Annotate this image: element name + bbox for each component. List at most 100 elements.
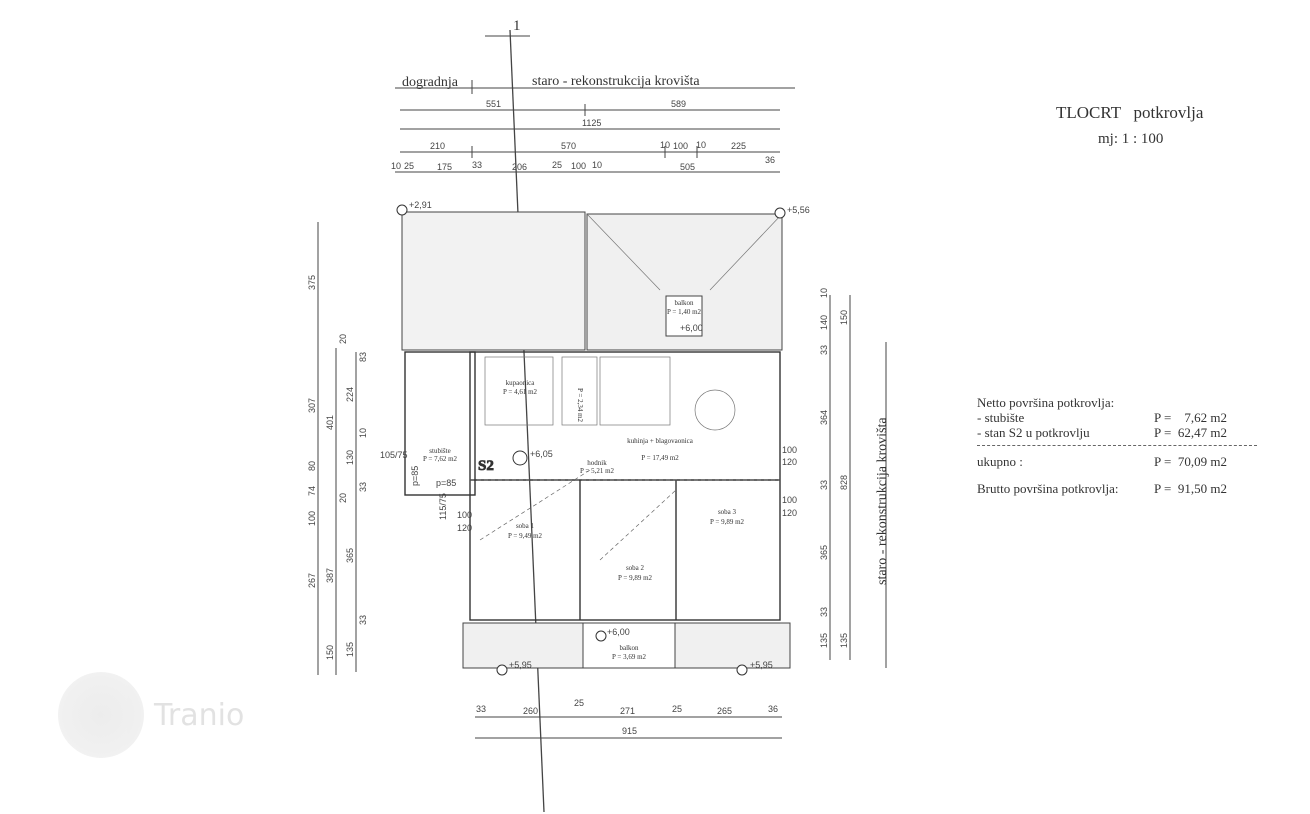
dimension-label: 20 xyxy=(338,493,348,503)
area-row: - stubište P = 7,62 m2 xyxy=(977,410,1267,425)
dimension-label: P = 9,89 m2 xyxy=(618,574,653,582)
section-line: 1 xyxy=(485,18,545,813)
dimension-label: 25 xyxy=(574,698,584,708)
dimension-label: 100 xyxy=(571,161,586,171)
dimension-label: soba 3 xyxy=(718,508,737,516)
dimension-label: balkon xyxy=(674,299,694,307)
dimension-label: 10 xyxy=(391,161,401,171)
dimension-label: 206 xyxy=(512,162,527,172)
dimension-label: 135 xyxy=(819,633,829,648)
dimension-label: 828 xyxy=(839,475,849,490)
dimension-label: soba 2 xyxy=(626,564,645,572)
dimension-label: 364 xyxy=(819,410,829,425)
dimension-label: soba 1 xyxy=(516,522,535,530)
dimension-label: kuhinja + blagovaonica xyxy=(627,437,694,445)
dimension-label: P = 2,34 m2 xyxy=(576,388,584,423)
dimension-label: P = 62,47 m2 xyxy=(1154,425,1227,440)
dimension-label: 120 xyxy=(457,523,472,533)
dimension-label: 100 xyxy=(782,495,797,505)
dimension-label: 210 xyxy=(430,141,445,151)
dimension-label: P = 5,21 m2 xyxy=(580,467,615,475)
dimension-label: 33 xyxy=(819,607,829,617)
dimension-label: 25 xyxy=(404,161,414,171)
dimension-label: - stan S2 u potkrovlju xyxy=(977,425,1090,440)
dimension-label: 10 xyxy=(819,288,829,298)
dimension-label: 25 xyxy=(672,704,682,714)
bottom-balcony: +6,00 balkon P = 3,69 m2 +5,95 +5,95 xyxy=(462,622,791,676)
dimension-label: +5,95 xyxy=(750,660,773,670)
dimension-label: +6,05 xyxy=(530,449,553,459)
area-heading: Netto površina potkrovlja: xyxy=(977,395,1115,410)
dimension-label: 551 xyxy=(486,99,501,109)
dimension-label: ukupno : xyxy=(977,454,1023,469)
dimension-label: - stubište xyxy=(977,410,1025,425)
dimension-label: 36 xyxy=(765,155,775,165)
dimension-label: +6,00 xyxy=(607,627,630,637)
dimension-label: p=85 xyxy=(410,466,420,486)
level-mark: +2,91 xyxy=(409,200,432,210)
dimension-label: 150 xyxy=(839,310,849,325)
dimension-label: 150 xyxy=(325,645,335,660)
dimension-label: 25 xyxy=(552,160,562,170)
dimension-label: 115/75 xyxy=(438,493,448,520)
dimension-label: 100 xyxy=(782,445,797,455)
dimension-label: 33 xyxy=(472,160,482,170)
dimension-label: +6,00 xyxy=(680,323,703,333)
area-row: - stan S2 u potkrovlju P = 62,47 m2 xyxy=(977,425,1267,440)
side-label: staro - rekonstrukcija krovišta xyxy=(875,417,890,585)
dimension-label: stubište xyxy=(429,447,450,455)
section-marker-label: 1 xyxy=(513,18,521,34)
addition-label: dogradnja xyxy=(402,75,459,90)
dimension-label: P = 3,69 m2 xyxy=(612,653,647,661)
right-dimensions: 10 140 33 364 33 365 33 135 150 828 135 … xyxy=(819,288,890,668)
dimension-label: 120 xyxy=(782,508,797,518)
dimension-label: hodnik xyxy=(587,459,607,467)
top-dimensions: dogradnja staro - rekonstrukcija krovišt… xyxy=(391,74,795,173)
bottom-dimensions: 33 260 25 271 25 265 36 915 xyxy=(475,698,782,739)
watermark-logo: Tranio xyxy=(58,672,244,758)
dimension-label: 83 xyxy=(358,352,368,362)
dimension-label: 915 xyxy=(622,726,637,736)
dimension-label: 100 xyxy=(457,510,472,520)
dimension-label: Tranio xyxy=(154,697,245,733)
dimension-label: P = 9,89 m2 xyxy=(710,518,745,526)
area-total: ukupno :P = 70,09 m2 xyxy=(977,454,1267,469)
dimension-label: 80 xyxy=(307,461,317,471)
drawing-scale: mj: 1 : 100 xyxy=(1098,131,1164,147)
dimension-label: P = 9,49 m2 xyxy=(508,532,543,540)
dimension-label: 140 xyxy=(819,315,829,330)
dimension-label: 260 xyxy=(523,706,538,716)
dimension-label: 105/75 xyxy=(380,450,408,460)
dimension-label: 10 xyxy=(696,140,706,150)
dimension-label: 265 xyxy=(717,706,732,716)
dimension-label: 387 xyxy=(325,568,335,583)
dimension-label: 307 xyxy=(307,398,317,413)
dimension-label: 20 xyxy=(338,334,348,344)
dimension-label: kupaonica xyxy=(506,379,536,387)
dimension-label: P = 4,61 m2 xyxy=(503,388,538,396)
area-table: Netto površina potkrovlja: - stubište P =… xyxy=(977,395,1267,496)
dimension-label: 570 xyxy=(561,141,576,151)
dimension-label: +5,95 xyxy=(509,660,532,670)
dimension-label: 267 xyxy=(307,573,317,588)
dimension-label: balkon xyxy=(619,644,639,652)
floor-walls: stubište P = 7,62 m2 kupaonica P = 4,61 … xyxy=(380,351,797,621)
dimension-label: 1125 xyxy=(582,118,601,128)
dimension-label: 33 xyxy=(358,615,368,625)
logo-swirl-icon xyxy=(58,672,144,758)
dimension-label: P = 7,62 m2 xyxy=(1154,410,1227,425)
level-mark: +5,56 xyxy=(787,205,810,215)
area-gross: Brutto površina potkrovlja:P = 91,50 m2 xyxy=(977,481,1267,496)
left-dimensions: 375 307 80 74 100 267 20 401 20 387 150 … xyxy=(307,222,368,675)
dimension-label: 175 xyxy=(437,162,452,172)
dimension-label: 10 xyxy=(358,428,368,438)
drawing-title: TLOCRT potkrovlja xyxy=(1056,103,1204,122)
dimension-label: 365 xyxy=(345,548,355,563)
dimension-label: P = 17,49 m2 xyxy=(641,454,679,462)
dimension-label: 135 xyxy=(345,642,355,657)
dimension-label: 505 xyxy=(680,162,695,172)
dimension-label: 401 xyxy=(325,415,335,430)
apartment-tag: S2 xyxy=(478,458,494,474)
dimension-label: 225 xyxy=(731,141,746,151)
